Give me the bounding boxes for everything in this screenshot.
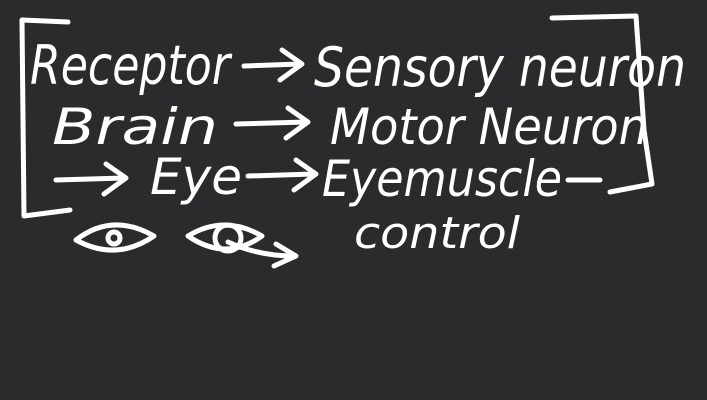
node-brain: Brain [52, 98, 218, 156]
node-motor-neuron: Motor Neuron [330, 98, 648, 156]
left-bracket [19, 17, 73, 219]
arrow-1 [241, 47, 305, 83]
arrow-2 [233, 105, 311, 141]
arrow-3 [245, 157, 319, 193]
node-eye: Eye [150, 148, 242, 206]
node-eyemuscle: Eyemuscle [322, 150, 562, 208]
eye-looking-sideways-icon [185, 222, 299, 269]
node-sensory-neuron: Sensory neuron [314, 36, 686, 99]
right-bracket [549, 13, 655, 195]
arrow-leading-3 [53, 161, 129, 197]
eye-icon [73, 222, 157, 253]
word-control: control [354, 208, 521, 259]
node-receptor: Receptor [30, 34, 232, 97]
